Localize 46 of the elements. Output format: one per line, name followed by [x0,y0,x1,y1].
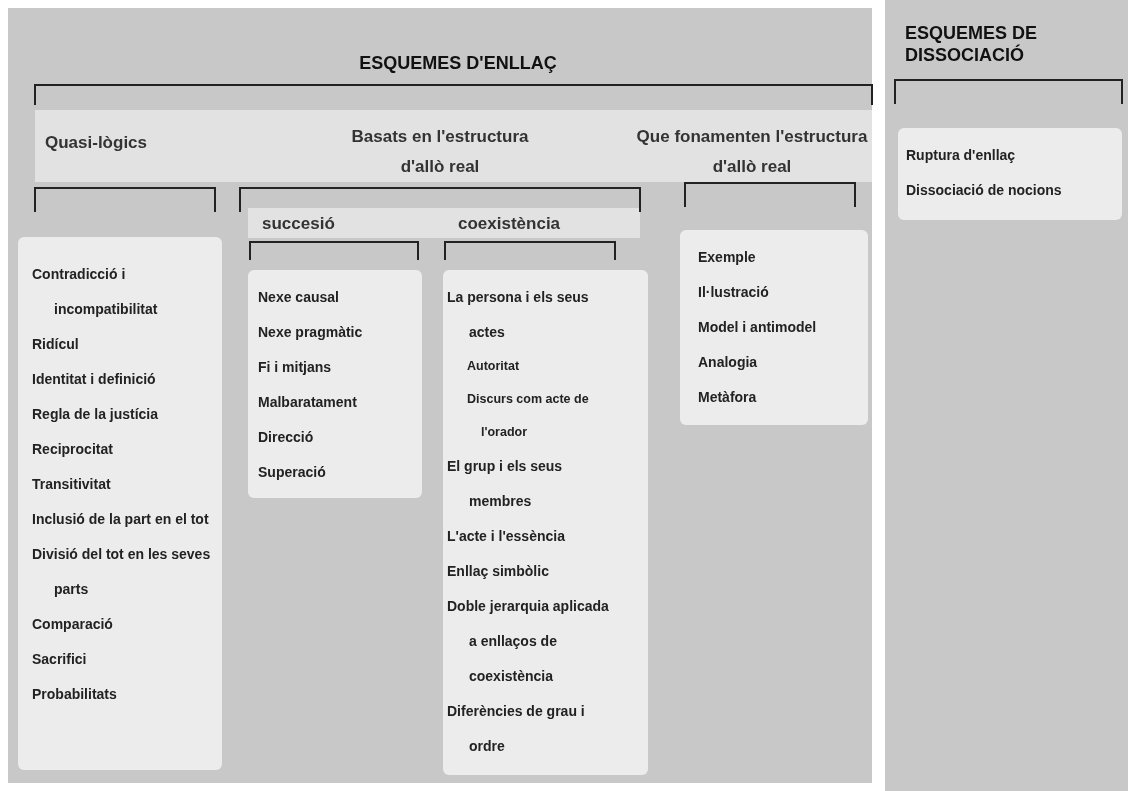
section-panel [8,8,872,783]
concept-text: Probabilitats [32,686,117,702]
concept-text: Transitivitat [32,476,111,492]
concept-text: Comparació [32,616,113,632]
concept-text: El grup i els seus membres [447,458,563,509]
concept-text: Direcció [258,429,314,445]
concept-card [248,270,422,498]
concept-text: Identitat i definició [32,371,156,387]
section-panel [885,0,1128,791]
concept-text: Fi i mitjans [258,359,332,375]
concept-text: Analogia [698,354,758,370]
concept-card [18,237,222,770]
category-heading: succesió [262,209,382,237]
concept-card [898,128,1122,220]
concept-text: Discurs com acte de l'orador [467,392,589,439]
concept-text: Divisió del tot en les seves parts [32,546,211,597]
concept-text: Model i antimodel [698,319,817,335]
concept-text: Autoritat [467,359,520,373]
concept-text: Contradicció i incompatibilitat [32,266,158,317]
category-heading: Basats en l'estructura d'allò real [330,122,550,182]
concept-text: La persona i els seus actes [447,289,589,340]
concept-card [680,230,868,425]
concept-text: L'acte i l'essència [447,528,565,544]
concept-text: Ruptura d'enllaç [906,147,1016,163]
concept-text: Sacrifici [32,651,87,667]
concept-text: Metàfora [698,389,757,405]
concept-text: Inclusió de la part en el tot [32,511,209,527]
concept-card [443,270,648,775]
category-heading: Quasi-lògics [45,128,215,158]
category-heading: coexistència [458,209,608,237]
concept-text: Regla de la justícia [32,406,159,422]
concept-text: Exemple [698,249,756,265]
section-title: ESQUEMES DE DISSOCIACIÓ [905,22,1039,66]
concept-text: Malbaratament [258,394,357,410]
concept-text: Dissociació de nocions [906,182,1062,198]
concept-text: Superació [258,464,326,480]
concept-text: Enllaç simbòlic [447,563,549,579]
concept-text: Il·lustració [698,284,769,300]
section-title: ESQUEMES D'ENLLAÇ [358,52,558,74]
category-heading: Que fonamenten l'estructura d'allò real [632,122,872,182]
concept-text: Nexe pragmàtic [258,324,363,340]
concept-text: Doble jerarquia aplicada a enllaços de coexistència [447,598,609,684]
concept-text: Ridícul [32,336,79,352]
concept-text: Nexe causal [258,289,339,305]
concept-text: Diferències de grau i ordre [447,703,585,754]
concept-text: Reciprocitat [32,441,113,457]
